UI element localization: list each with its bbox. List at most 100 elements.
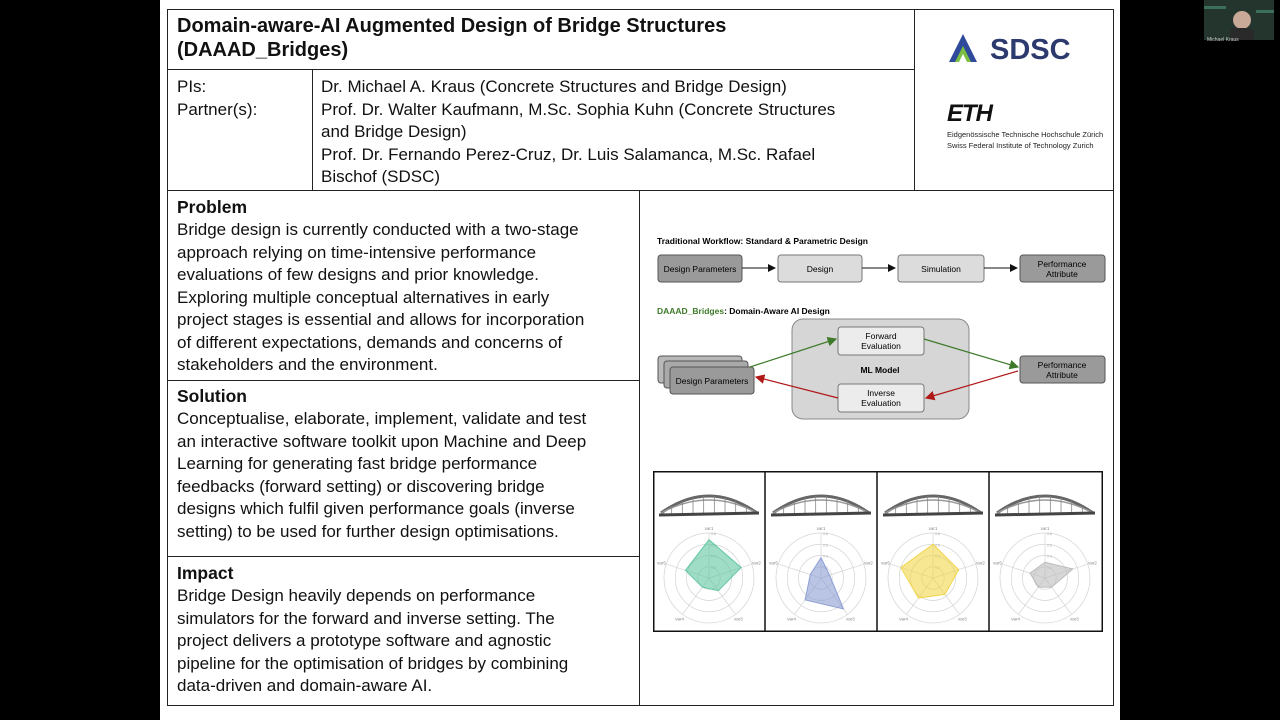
daaad-title-prefix: DAAAD_Bridges bbox=[657, 306, 724, 316]
impact-line: pipeline for the optimisation of bridges… bbox=[177, 653, 569, 673]
radar-axis-label: var1 bbox=[817, 526, 826, 531]
problem-line: evaluations of few designs and prior kno… bbox=[177, 265, 539, 284]
title-line-2: (DAAAD_Bridges) bbox=[177, 39, 349, 61]
eth-logo: ETH bbox=[947, 100, 993, 127]
bridge-deck bbox=[770, 511, 872, 517]
bridge-arch-inner bbox=[884, 499, 982, 514]
design-parameters-label: Design Parameters bbox=[676, 376, 749, 386]
radar-axis-label: var2 bbox=[976, 561, 985, 566]
performance-attribute-box bbox=[1019, 355, 1106, 384]
inverse-arrow-in bbox=[924, 370, 1019, 401]
impact-heading: Impact bbox=[177, 563, 234, 583]
radar-axis-label: var1 bbox=[929, 526, 938, 531]
forward-arrow-out bbox=[923, 338, 1020, 370]
pi-labels: PIs: Partner(s): bbox=[177, 76, 257, 121]
participant-name: Michael Kraus bbox=[1207, 37, 1239, 43]
bridge-arch-inner bbox=[660, 499, 758, 514]
solution-body: Conceptualise, elaborate, implement, val… bbox=[177, 408, 632, 543]
solution-line: Conceptualise, elaborate, implement, val… bbox=[177, 409, 587, 428]
ml-model-label: ML Model bbox=[860, 365, 899, 375]
workflow-diagram: Traditional Workflow: Standard & Paramet… bbox=[657, 236, 1106, 420]
radar-ring-label: 0.8 bbox=[711, 532, 716, 536]
inverse-label: Inverse bbox=[867, 388, 895, 398]
bridge-deck bbox=[882, 511, 984, 517]
solution-line: an interactive software toolkit upon Mac… bbox=[177, 431, 587, 451]
radar-axis-label: var5 bbox=[769, 561, 778, 566]
problem-line: of different expectations, demands and c… bbox=[177, 332, 563, 352]
pis-label: PIs: bbox=[177, 77, 207, 96]
radar-axis-label: var5 bbox=[993, 561, 1002, 566]
solution-line: Learning for generating fast bridge perf… bbox=[177, 454, 538, 473]
daaad-title-suffix: : Domain-Aware AI Design bbox=[724, 306, 830, 316]
solution-heading: Solution bbox=[177, 386, 247, 406]
eth-subtitle-line-2: Swiss Federal Institute of Technology Zu… bbox=[947, 141, 1094, 150]
radar-ring-label: 0.6 bbox=[823, 543, 828, 547]
solution-line: setting) to be used for further design o… bbox=[177, 521, 559, 541]
participant-video[interactable] bbox=[1204, 0, 1274, 40]
bridge-arch bbox=[660, 494, 758, 515]
bridge-deck bbox=[658, 511, 760, 517]
radar-polygon bbox=[900, 543, 960, 599]
pi-line: and Bridge Design) bbox=[321, 122, 467, 141]
pi-line: Dr. Michael A. Kraus (Concrete Structure… bbox=[321, 77, 787, 96]
radar-axis-label: var3 bbox=[958, 616, 967, 621]
problem-line: Exploring multiple conceptual alternativ… bbox=[177, 287, 550, 307]
radar-axis-label: var4 bbox=[1011, 616, 1020, 621]
problem-line: approach relying on time-intensive perfo… bbox=[177, 242, 537, 262]
forward-label: Forward bbox=[865, 331, 896, 341]
design-parameters-box bbox=[669, 366, 755, 395]
radar-ring-label: 0.6 bbox=[935, 543, 940, 547]
partners-label: Partner(s): bbox=[177, 99, 258, 119]
radar-axis-label: var1 bbox=[705, 526, 714, 531]
problem-heading: Problem bbox=[177, 197, 248, 217]
bridge-arch-inner bbox=[996, 499, 1094, 514]
eth-subtitle: Eidgenössische Technische Hochschule Zür… bbox=[947, 129, 1103, 151]
evaluation-label: Evaluation bbox=[861, 398, 901, 408]
eth-subtitle-line-1: Eidgenössische Technische Hochschule Zür… bbox=[947, 130, 1104, 139]
pi-list: Dr. Michael A. Kraus (Concrete Structure… bbox=[321, 76, 906, 189]
radar-axis-label: var5 bbox=[657, 561, 666, 566]
inverse-arrow-out bbox=[754, 374, 839, 399]
bridge-arch-inner bbox=[772, 499, 870, 514]
radar-axis-label: var4 bbox=[899, 616, 908, 621]
solution-line: designs which fulfil given performance g… bbox=[177, 499, 575, 518]
tw-performance-label: Performance bbox=[1038, 259, 1087, 269]
bridge-arch bbox=[996, 494, 1094, 515]
bridge-deck bbox=[994, 511, 1096, 517]
radar-polygon bbox=[804, 556, 845, 610]
radar-ring-label: 0.8 bbox=[935, 532, 940, 536]
forward-evaluation-box bbox=[837, 326, 925, 356]
pi-line: Prof. Dr. Fernando Perez-Cruz, Dr. Luis … bbox=[321, 144, 816, 164]
radar-ring-label: 0.6 bbox=[1047, 543, 1052, 547]
figure-cell bbox=[639, 190, 1114, 706]
traditional-workflow-title: Traditional Workflow: Standard & Paramet… bbox=[657, 236, 868, 246]
radar-ring-label: 0.8 bbox=[823, 532, 828, 536]
radar-axis-label: var3 bbox=[734, 616, 743, 621]
radar-axis-label: var3 bbox=[1070, 616, 1079, 621]
radar-polygon bbox=[684, 539, 742, 592]
radar-axis-label: var2 bbox=[864, 561, 873, 566]
radar-axis-label: var2 bbox=[1088, 561, 1097, 566]
solution-line: feedbacks (forward setting) or discoveri… bbox=[177, 476, 545, 496]
problem-line: Bridge design is currently conducted wit… bbox=[177, 220, 579, 239]
pi-line: Prof. Dr. Walter Kaufmann, M.Sc. Sophia … bbox=[321, 99, 836, 119]
problem-line: stakeholders and the environment. bbox=[177, 355, 438, 374]
impact-body: Bridge Design heavily depends on perform… bbox=[177, 585, 632, 698]
sdsc-wordmark: SDSC bbox=[990, 34, 1071, 66]
impact-line: project delivers a prototype software an… bbox=[177, 631, 552, 650]
pi-line: Bischof (SDSC) bbox=[321, 167, 441, 186]
radar-ring-label: 0.4 bbox=[823, 555, 828, 559]
problem-body: Bridge design is currently conducted wit… bbox=[177, 219, 632, 377]
impact-line: data-driven and domain-aware AI. bbox=[177, 676, 433, 695]
problem-line: project stages is essential and allows f… bbox=[177, 310, 585, 329]
tw-simulation-label: Simulation bbox=[921, 264, 961, 274]
forward-arrow-in bbox=[749, 337, 838, 368]
impact-line: simulators for the forward and inverse s… bbox=[177, 608, 555, 628]
radar-polygon bbox=[1029, 561, 1074, 588]
radar-axis-label: var4 bbox=[675, 616, 684, 621]
bridge-arch bbox=[884, 494, 982, 515]
title-line-1: Domain-aware-AI Augmented Design of Brid… bbox=[177, 15, 727, 37]
bridge-arch bbox=[772, 494, 870, 515]
sdsc-logo: SDSC bbox=[949, 34, 1071, 66]
attribute-label: Attribute bbox=[1046, 370, 1078, 380]
